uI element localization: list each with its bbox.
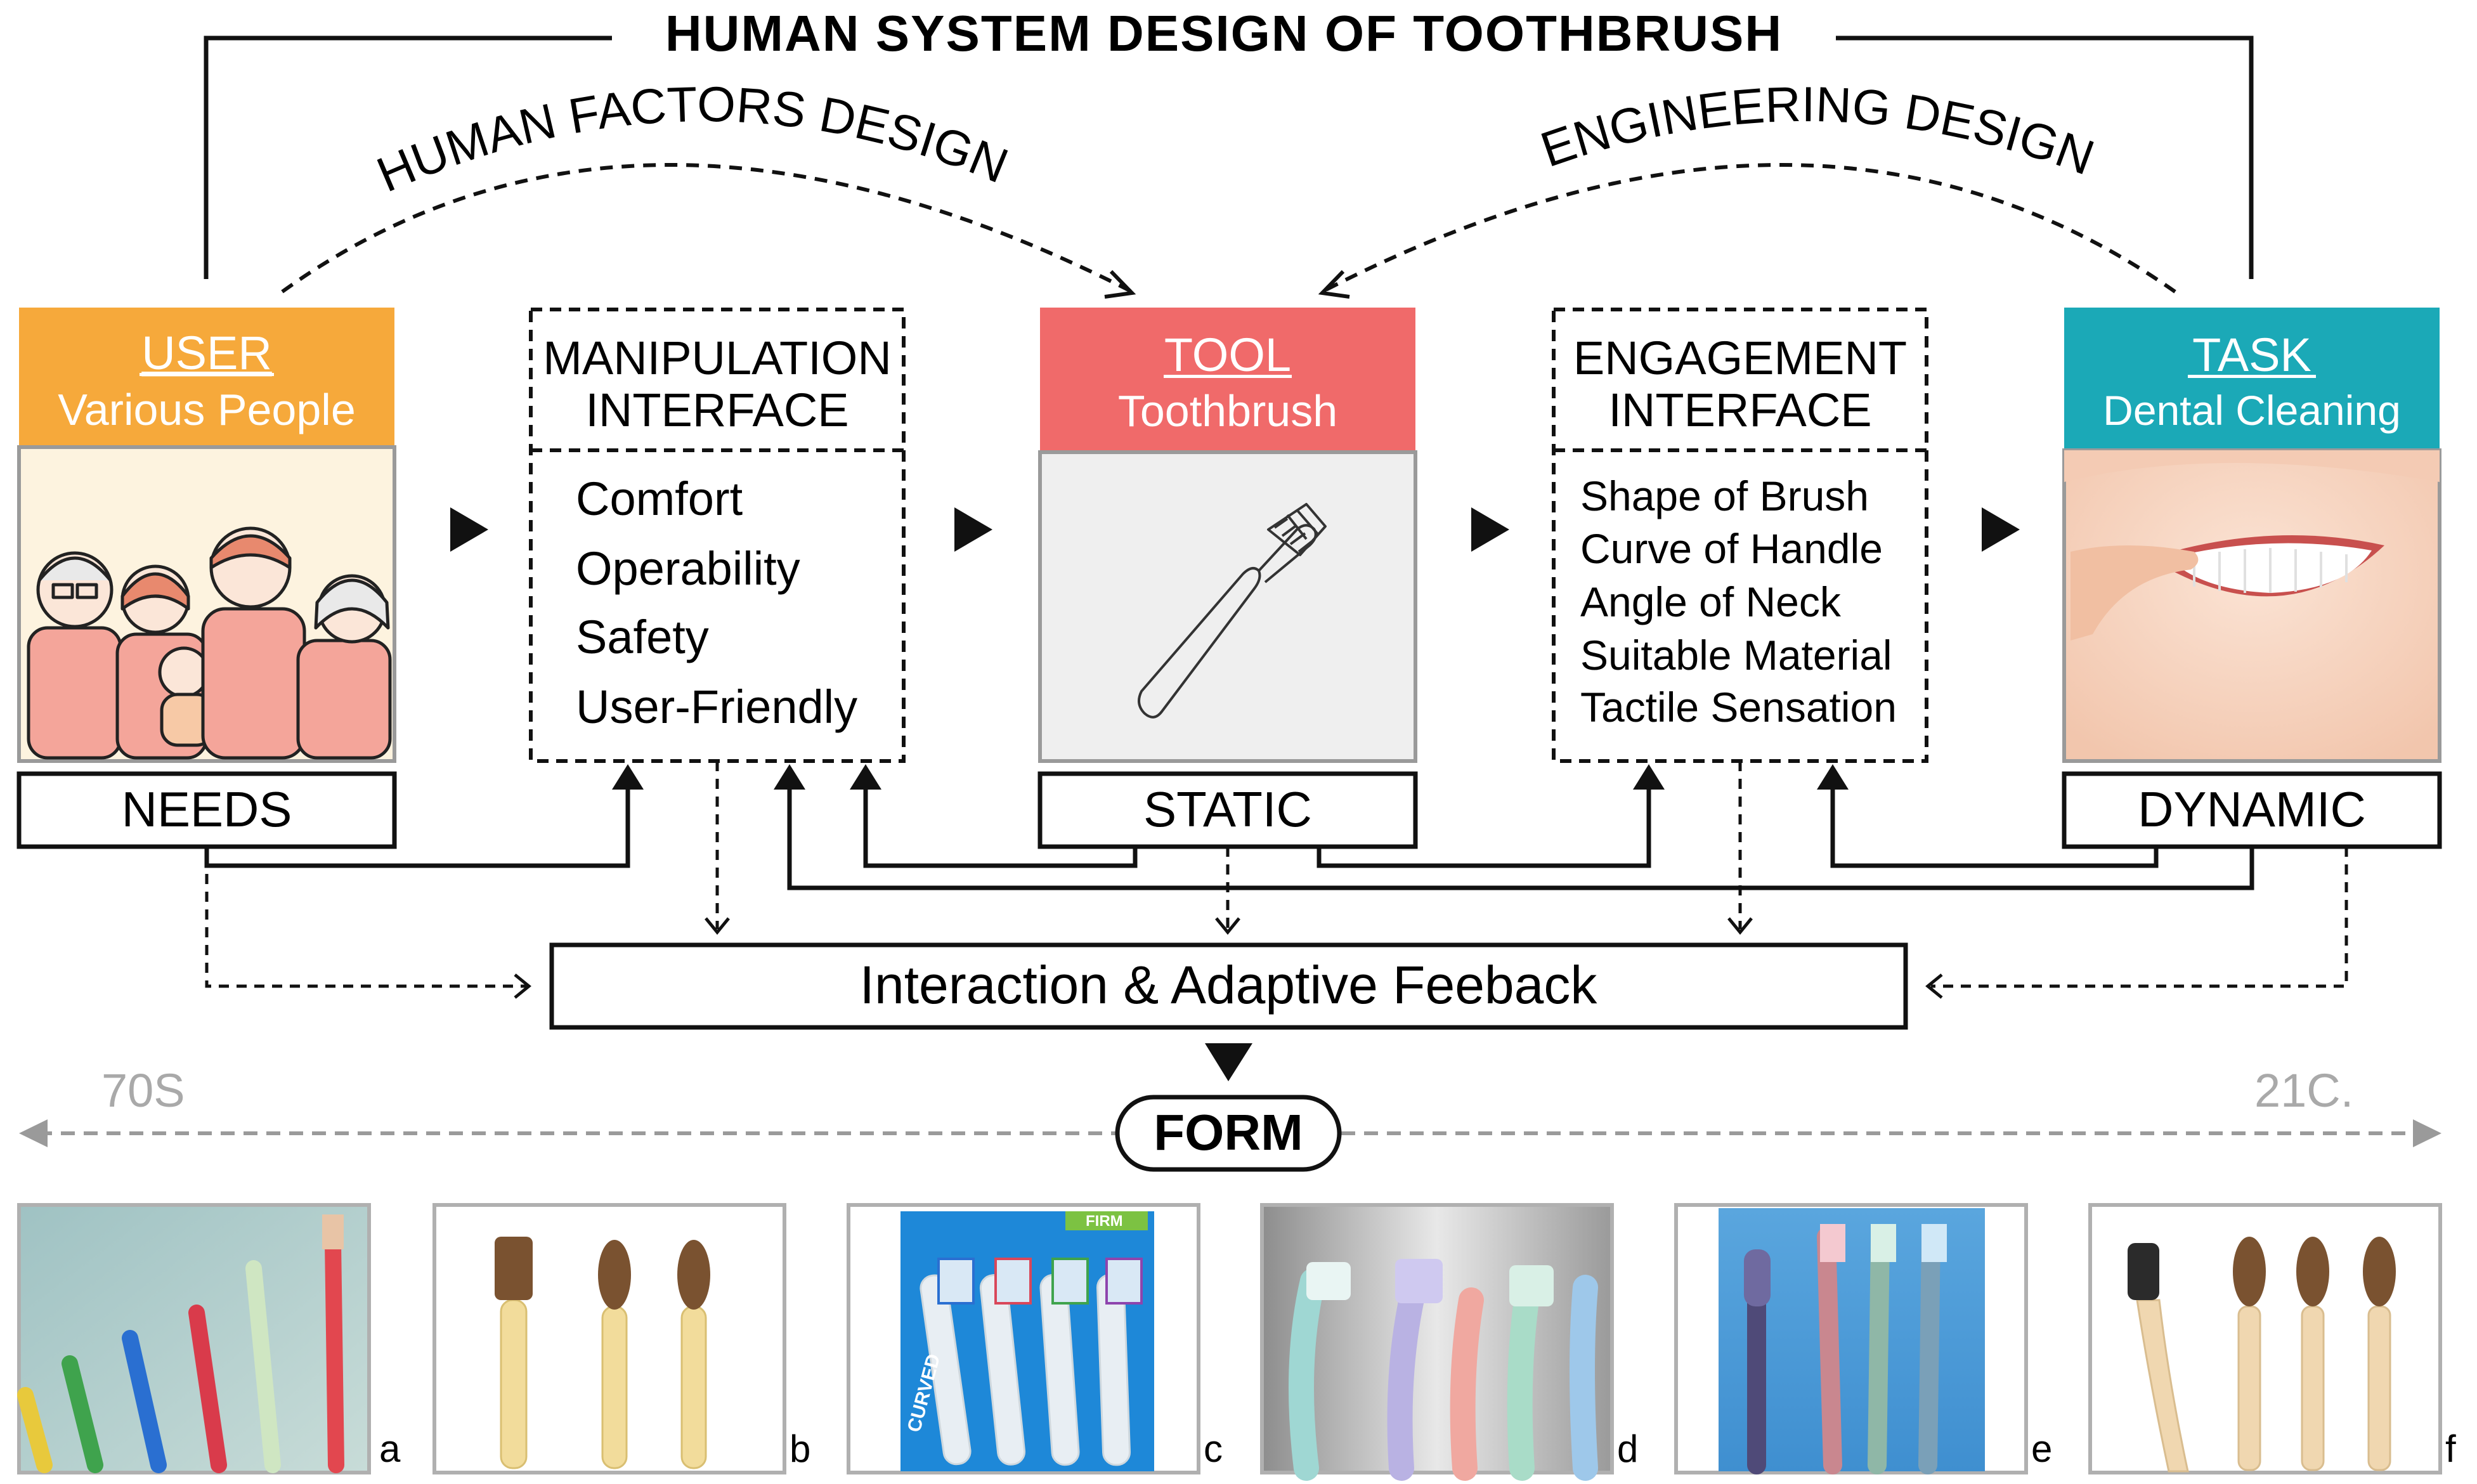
human-factors-design-label: HUMAN FACTORS DESIGN	[369, 76, 1016, 203]
engagement-item: Tactile Sensation	[1580, 684, 1897, 731]
form-label: FORM	[1154, 1104, 1303, 1161]
manipulation-item: User-Friendly	[576, 680, 857, 733]
photo-a: a	[19, 1205, 401, 1473]
photo-letter: c	[1204, 1428, 1223, 1470]
photo-c: FIRM CURVED c	[848, 1205, 1223, 1473]
manipulation-interface-box: MANIPULATION INTERFACE Comfort Operabili…	[531, 309, 904, 761]
engagement-interface-box: ENGAGEMENT INTERFACE Shape of Brush Curv…	[1554, 309, 1927, 761]
manipulation-item: Comfort	[576, 472, 743, 525]
manipulation-item: Safety	[576, 611, 709, 663]
engineering-arc-arrow	[1322, 165, 2175, 292]
engineering-design-label: ENGINEERING DESIGN	[1534, 76, 2102, 186]
engagement-item: Curve of Handle	[1580, 525, 1883, 572]
photo-letter: b	[790, 1428, 810, 1470]
task-footer-dynamic: DYNAMIC	[2138, 781, 2366, 837]
manipulation-heading-line1: MANIPULATION	[543, 332, 892, 384]
tool-footer-static: STATIC	[1143, 781, 1312, 837]
user-subheading: Various People	[58, 385, 356, 434]
diagram-title: HUMAN SYSTEM DESIGN OF TOOTHBRUSH	[665, 5, 1783, 62]
feedback-label: Interaction & Adaptive Feeback	[860, 955, 1598, 1015]
manipulation-item: Operability	[576, 542, 800, 595]
tool-panel: TOOL Toothbrush STATIC	[1040, 308, 1415, 847]
task-panel: TASK Dental Cleaning DYNAMIC	[2064, 308, 2440, 847]
user-heading: USER	[141, 327, 272, 379]
tool-subheading: Toothbrush	[1118, 386, 1337, 436]
photo-letter: e	[2031, 1428, 2052, 1470]
engagement-item: Suitable Material	[1580, 632, 1892, 679]
photo-b: b	[434, 1205, 810, 1473]
photo-letter: a	[379, 1428, 401, 1470]
photo-f: f	[2090, 1205, 2456, 1473]
photo-letter: d	[1617, 1428, 1638, 1470]
down-arrow-to-form	[1205, 1043, 1252, 1081]
photo-d: d	[1262, 1205, 1638, 1473]
engagement-item: Shape of Brush	[1580, 472, 1869, 519]
arc-arrowheads	[1105, 271, 1349, 297]
task-heading: TASK	[2192, 329, 2311, 381]
photo-c-top-text: FIRM	[1086, 1213, 1123, 1230]
photo-e: e	[1676, 1205, 2052, 1473]
engagement-item: Angle of Neck	[1580, 578, 1842, 625]
manipulation-heading-line2: INTERFACE	[585, 384, 848, 436]
timeline-start-label: 70S	[101, 1064, 185, 1117]
engagement-heading-line1: ENGAGEMENT	[1573, 332, 1907, 384]
timeline-end-label: 21C.	[2254, 1064, 2353, 1117]
user-panel: USER Various People NE	[19, 308, 394, 847]
tool-heading: TOOL	[1164, 329, 1291, 381]
user-footer-needs: NEEDS	[122, 781, 292, 837]
engagement-heading-line2: INTERFACE	[1608, 384, 1871, 436]
photo-letter: f	[2445, 1428, 2456, 1470]
task-subheading: Dental Cleaning	[2103, 387, 2401, 434]
